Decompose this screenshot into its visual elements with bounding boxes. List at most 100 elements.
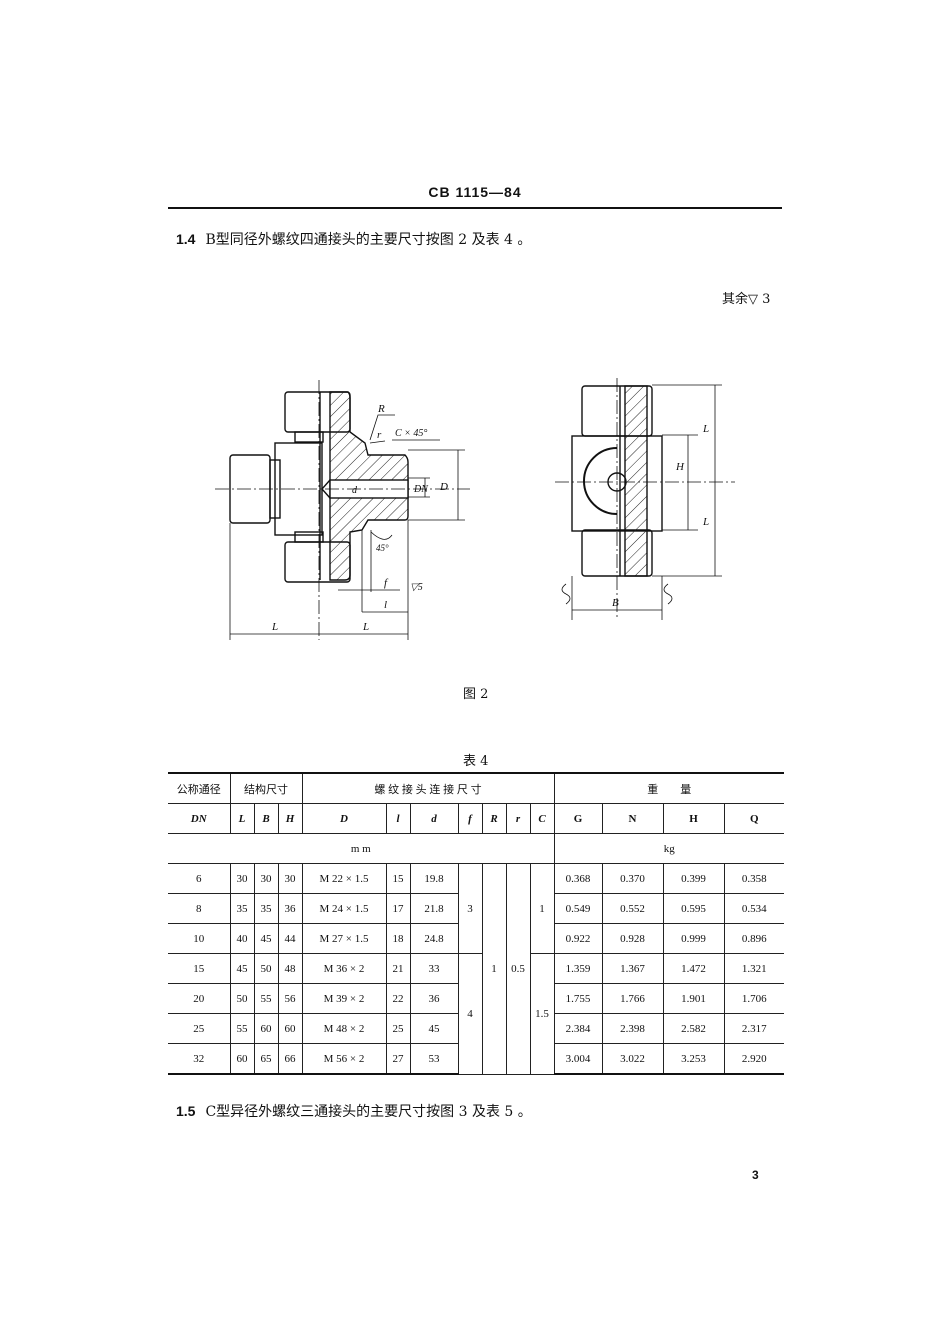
column-header: N [601, 803, 664, 834]
section-text: C型异径外螺纹三通接头的主要尺寸按图 3 及表 5 。 [205, 1104, 532, 1120]
label-DN: DN [413, 484, 429, 495]
label-angle: 45° [376, 543, 389, 553]
label-L-right: L [362, 621, 369, 633]
label-d: d [352, 485, 358, 496]
cell-N: 3.022 [601, 1043, 664, 1075]
cell-bore: 33 [409, 953, 459, 984]
cell-thread: M 48 × 2 [301, 1013, 387, 1044]
cell-thread: M 39 × 2 [301, 983, 387, 1014]
label-chamfer: C × 45° [395, 428, 427, 439]
label-L-bottom: L [702, 516, 709, 528]
center-lines [215, 378, 735, 640]
cell-f-merged: 3 [457, 863, 483, 954]
cell-H-weight: 1.472 [662, 953, 725, 984]
cell-len: 15 [385, 863, 411, 894]
column-header: r [505, 803, 531, 834]
column-header: d [409, 803, 459, 834]
cell-N: 1.766 [601, 983, 664, 1014]
cell-N: 0.928 [601, 923, 664, 954]
cell-thread: M 56 × 2 [301, 1043, 387, 1075]
cell-dn: 6 [168, 863, 231, 894]
cell-bore: 24.8 [409, 923, 459, 954]
cell-Q: 0.534 [723, 893, 784, 924]
cell-h: 56 [277, 983, 303, 1014]
cell-H-weight: 0.399 [662, 863, 725, 894]
group-header-row: 公称通径 结构尺寸 螺 纹 接 头 连 接 尺 寸 重 量 [168, 772, 784, 804]
table-row: 6 30 30 30 M 22 × 1.5 15 19.8 3 1 0.5 1 … [168, 863, 784, 1075]
cell-H-weight: 0.595 [662, 893, 725, 924]
column-header: G [553, 803, 603, 834]
figure-2-drawing: R r C × 45° d DN D 45° f l ▽5 L L L H [215, 378, 735, 640]
section-1-4: 1.4 B型同径外螺纹四通接头的主要尺寸按图 2 及表 4 。 [176, 229, 531, 249]
cell-bore: 45 [409, 1013, 459, 1044]
group-header: 结构尺寸 [229, 772, 303, 804]
standard-code-header: CB 1115—84 [428, 184, 522, 200]
unit-dimensions: m m [168, 833, 555, 864]
cell-h: 36 [277, 893, 303, 924]
cell-bore: 19.8 [409, 863, 459, 894]
cell-G: 1.359 [553, 953, 603, 984]
front-dimensions [229, 414, 465, 640]
cell-H-weight: 1.901 [662, 983, 725, 1014]
cell-b: 35 [253, 893, 279, 924]
front-labels: R r C × 45° d DN D 45° f l ▽5 L L [271, 403, 448, 633]
cell-Q: 0.896 [723, 923, 784, 954]
table-row: 25 55 60 60 M 48 × 2 25 45 2.384 2.398 2… [168, 1013, 784, 1044]
table-caption: 表 4 [463, 754, 489, 769]
cell-h: 60 [277, 1013, 303, 1044]
cell-G: 1.755 [553, 983, 603, 1014]
cell-l: 45 [229, 953, 255, 984]
column-header-row: DN L B H D l d f R r C G N H Q [168, 803, 784, 834]
group-header: 螺 纹 接 头 连 接 尺 寸 [301, 772, 555, 804]
label-l: l [384, 599, 387, 611]
cell-H-weight: 3.253 [662, 1043, 725, 1075]
cell-h: 30 [277, 863, 303, 894]
cell-H-weight: 0.999 [662, 923, 725, 954]
cell-len: 17 [385, 893, 411, 924]
label-L-left: L [271, 621, 278, 633]
units-row: m m kg [168, 833, 784, 864]
table-row: 15 45 50 48 M 36 × 2 21 33 4 1.5 1.359 1… [168, 953, 784, 1075]
cell-bore: 36 [409, 983, 459, 1014]
cell-dn: 10 [168, 923, 231, 954]
cell-G: 2.384 [553, 1013, 603, 1044]
cell-l: 55 [229, 1013, 255, 1044]
side-labels: L H L B [612, 423, 709, 609]
cell-len: 18 [385, 923, 411, 954]
cell-len: 25 [385, 1013, 411, 1044]
cell-N: 1.367 [601, 953, 664, 984]
cell-h: 44 [277, 923, 303, 954]
cell-Q: 2.317 [723, 1013, 784, 1044]
column-header: Q [723, 803, 784, 834]
label-D: D [439, 481, 448, 493]
page-number: 3 [752, 1168, 759, 1182]
cell-b: 30 [253, 863, 279, 894]
label-f: f [384, 577, 389, 589]
cell-N: 2.398 [601, 1013, 664, 1044]
section-text: B型同径外螺纹四通接头的主要尺寸按图 2 及表 4 。 [205, 232, 532, 248]
cell-l: 40 [229, 923, 255, 954]
cell-R-merged: 1 [481, 863, 507, 1075]
cell-h: 48 [277, 953, 303, 984]
cell-H-weight: 2.582 [662, 1013, 725, 1044]
column-header: f [457, 803, 483, 834]
cell-thread: M 24 × 1.5 [301, 893, 387, 924]
column-header: C [529, 803, 555, 834]
cell-b: 60 [253, 1013, 279, 1044]
cell-thread: M 36 × 2 [301, 953, 387, 984]
label-L-top: L [702, 423, 709, 435]
cell-Q: 1.321 [723, 953, 784, 984]
side-view [571, 385, 663, 577]
cell-N: 0.370 [601, 863, 664, 894]
label-roughness5: ▽5 [410, 582, 423, 593]
cell-bore: 53 [409, 1043, 459, 1075]
group-header: 公称通径 [168, 772, 231, 804]
column-header: L [229, 803, 255, 834]
cell-l: 35 [229, 893, 255, 924]
table-row: 32 60 65 66 M 56 × 2 27 53 3.004 3.022 3… [168, 1043, 784, 1075]
section-number: 1.4 [176, 231, 196, 247]
cell-thread: M 27 × 1.5 [301, 923, 387, 954]
cell-G: 0.368 [553, 863, 603, 894]
label-R: R [377, 403, 385, 415]
